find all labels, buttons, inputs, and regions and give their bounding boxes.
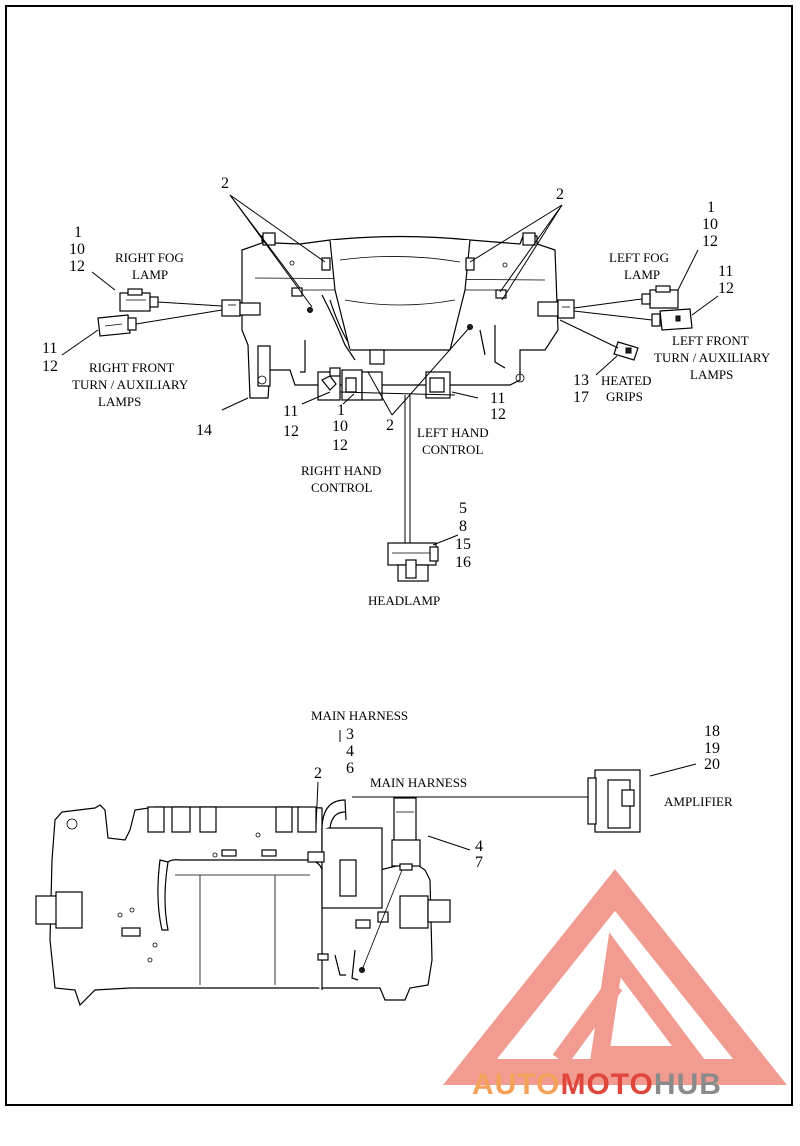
callout-12: 12 — [283, 423, 299, 440]
right-front-turn-connector — [97, 314, 137, 337]
callout-12: 12 — [332, 437, 348, 454]
fairing-bracket-bottom — [35, 799, 451, 1007]
upper-labels: 2 2 1 10 12 RIGHT FOG LAMP 1 10 12 LEFT … — [42, 175, 771, 608]
amplifier-connector — [587, 769, 641, 833]
label-left-front: LEFT FRONT — [672, 333, 749, 348]
callout-18: 18 — [704, 723, 720, 740]
callout-12: 12 — [490, 406, 506, 423]
callout-15: 15 — [455, 536, 471, 553]
callout-11: 11 — [718, 263, 733, 280]
callout-11: 11 — [283, 403, 298, 420]
label-main-harness-top: MAIN HARNESS — [311, 708, 408, 723]
callout-1: 1 — [74, 224, 82, 241]
label-right-front: RIGHT FRONT — [89, 360, 174, 375]
callout-2: 2 — [314, 765, 322, 782]
lower-labels: MAIN HARNESS 3 4 6 MAIN HARNESS 2 18 19 … — [311, 708, 733, 871]
callout-2-top-left: 2 — [221, 175, 229, 192]
callout-16: 16 — [455, 554, 471, 571]
label-right-front-lamps: LAMPS — [98, 394, 141, 409]
callout-2-top-right: 2 — [556, 186, 564, 203]
callout-13: 13 — [573, 372, 589, 389]
automotohub-logo — [443, 869, 787, 1085]
callout-10: 10 — [332, 418, 348, 435]
leader-lines-top — [61, 194, 719, 546]
callout-20: 20 — [704, 756, 720, 773]
label-right-fog: RIGHT FOG — [115, 250, 184, 265]
right-fog-lamp-connector — [119, 288, 159, 312]
heated-grips-connector — [613, 341, 639, 361]
callout-19: 19 — [704, 740, 720, 757]
label-right-front-turn: TURN / AUXILIARY — [72, 377, 189, 392]
callout-10: 10 — [69, 241, 85, 258]
leader-lines-bottom — [315, 730, 697, 851]
right-bracket-plug — [221, 299, 261, 317]
callout-11: 11 — [490, 390, 505, 407]
callout-12: 12 — [42, 358, 58, 375]
left-front-turn-connector — [651, 308, 693, 331]
callout-4: 4 — [346, 743, 354, 760]
label-right-hand-control: CONTROL — [311, 480, 372, 495]
control-connectors — [317, 349, 456, 401]
fairing-bracket-top — [241, 232, 559, 399]
left-bracket-plug — [537, 299, 575, 319]
callout-3: 3 — [346, 726, 354, 743]
label-main-harness-mid: MAIN HARNESS — [370, 775, 467, 790]
label-left-front-lamps: LAMPS — [690, 367, 733, 382]
label-left-hand: LEFT HAND — [417, 425, 489, 440]
label-left-fog-lamp: LAMP — [624, 267, 660, 282]
headlamp-connector — [387, 542, 439, 582]
callout-1: 1 — [337, 402, 345, 419]
label-right-hand: RIGHT HAND — [301, 463, 381, 478]
label-headlamp: HEADLAMP — [368, 593, 440, 608]
callout-12: 12 — [702, 233, 718, 250]
callout-11: 11 — [42, 340, 57, 357]
page-border — [5, 5, 793, 1106]
callout-7: 7 — [475, 854, 483, 871]
main-harness-connector — [391, 797, 421, 871]
callout-5: 5 — [459, 500, 467, 517]
callout-14: 14 — [196, 422, 212, 439]
callout-10: 10 — [702, 216, 718, 233]
label-heated: HEATED — [601, 373, 652, 388]
callout-2: 2 — [386, 417, 394, 434]
callout-12: 12 — [718, 280, 734, 297]
callout-6: 6 — [346, 760, 354, 777]
callout-8: 8 — [459, 518, 467, 535]
callout-17: 17 — [573, 389, 589, 406]
left-fog-lamp-connector — [641, 285, 679, 309]
label-grips: GRIPS — [606, 389, 643, 404]
label-right-fog-lamp: LAMP — [132, 267, 168, 282]
label-left-hand-control: CONTROL — [422, 442, 483, 457]
watermark-text: AUTOMOTOHUB — [472, 1068, 722, 1101]
label-left-fog: LEFT FOG — [609, 250, 669, 265]
label-amplifier: AMPLIFIER — [664, 794, 733, 809]
callout-4: 4 — [475, 838, 483, 855]
callout-1: 1 — [707, 199, 715, 216]
callout-12: 12 — [69, 258, 85, 275]
label-left-front-turn: TURN / AUXILIARY — [654, 350, 771, 365]
